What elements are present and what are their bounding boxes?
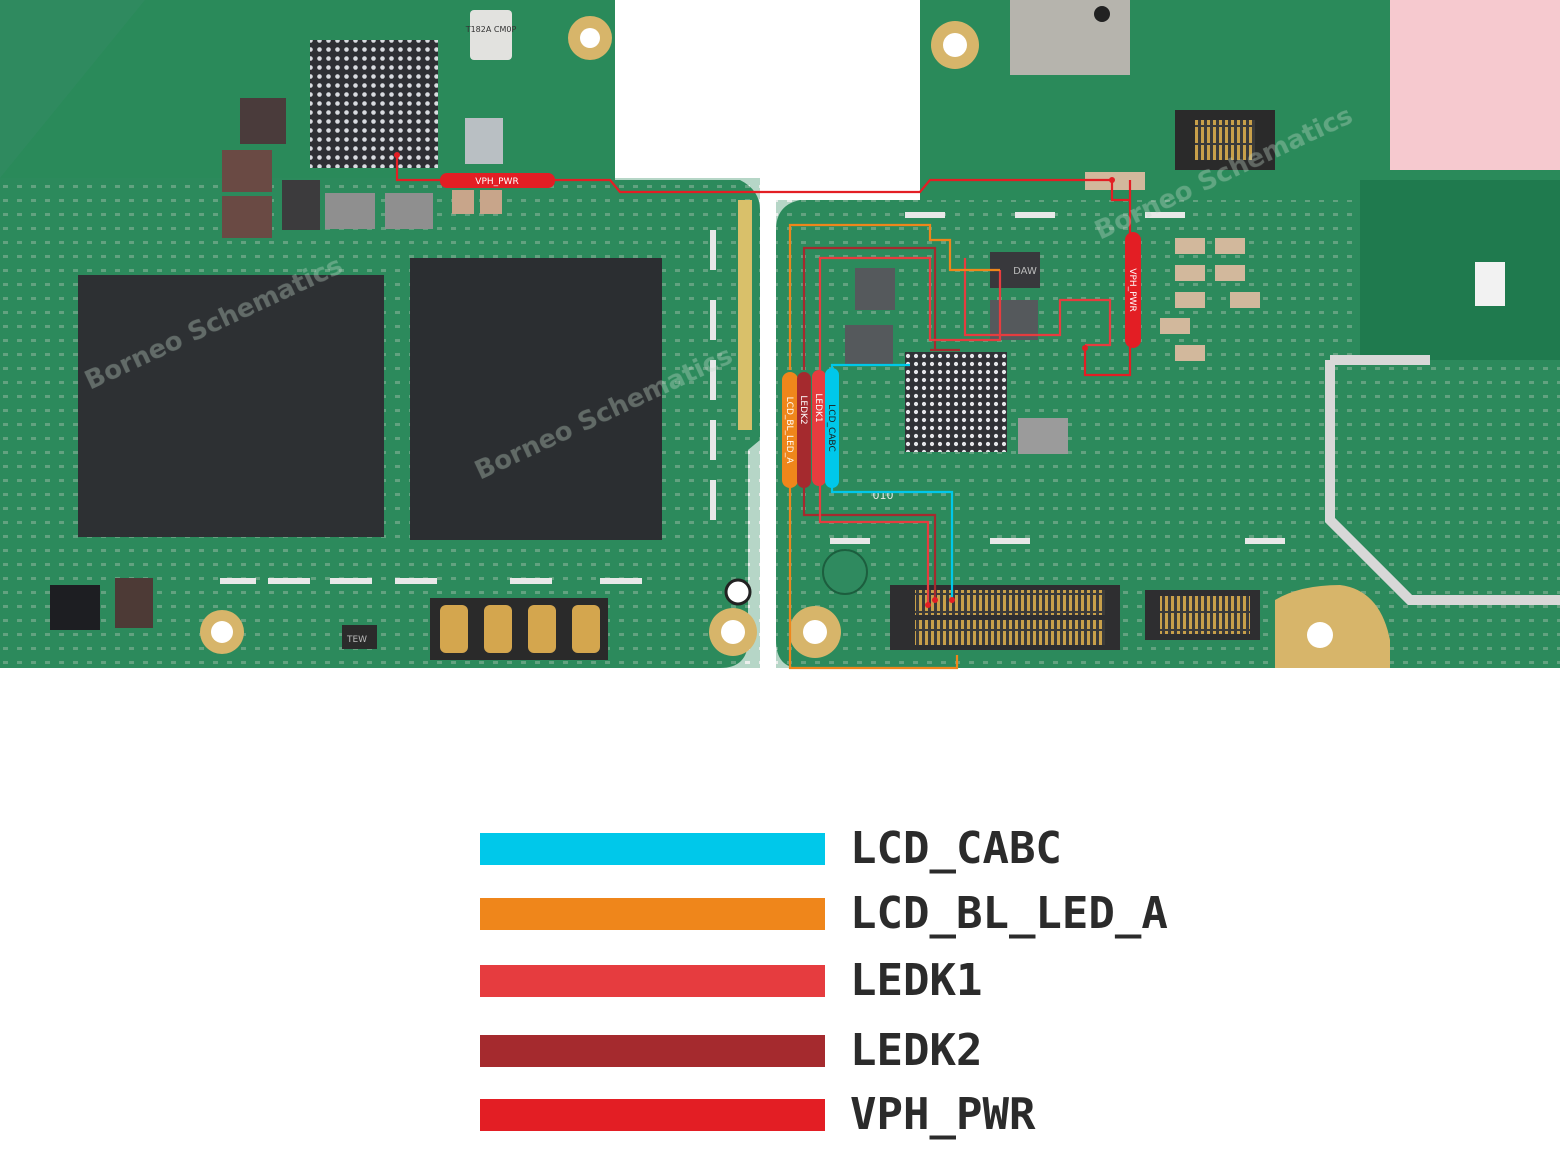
legend-swatch	[480, 898, 825, 930]
legend-label: LEDK1	[850, 955, 983, 1006]
legend-swatch	[480, 965, 825, 997]
net-tag-lcd-bl-led-a: LCD_BL_LED_A	[782, 372, 798, 488]
trace-lcd-bl-led-a	[788, 223, 1000, 670]
net-tag-ledk1: LEDK1	[812, 370, 826, 486]
net-tag-vph-pwr-vertical: VPH_PWR	[1125, 232, 1141, 348]
legend-label: LCD_CABC	[850, 823, 1062, 874]
legend-label: LCD_BL_LED_A	[850, 888, 1168, 939]
left-board: T182A CM0P TEW	[0, 0, 760, 668]
processor-chip	[410, 258, 662, 540]
legend-label: LEDK2	[850, 1025, 983, 1076]
net-tag-lcd-cabc: LCD_CABC	[825, 368, 839, 488]
svg-text:LEDK1: LEDK1	[813, 393, 823, 422]
ic-marking-daw: DAW	[1013, 266, 1037, 277]
trace-vph-pwr	[395, 155, 1132, 377]
svg-text:LCD_BL_LED_A: LCD_BL_LED_A	[784, 397, 794, 465]
net-tag-vph-pwr-top: VPH_PWR	[440, 173, 555, 188]
legend-swatch	[480, 1099, 825, 1131]
svg-text:LCD_CABC: LCD_CABC	[826, 404, 836, 451]
trace-ledk2	[802, 246, 960, 600]
svg-text:VPH_PWR: VPH_PWR	[1127, 268, 1137, 311]
pcb-board-photo: T182A CM0P TEW	[0, 0, 1560, 670]
backlight-driver-ic	[905, 352, 1007, 452]
legend-swatch	[480, 1035, 825, 1067]
trace-ledk1	[818, 256, 1112, 605]
crystal-marking: T182A CM0P	[465, 25, 517, 34]
right-board: DAW 010	[776, 0, 1560, 668]
ic-marking-tew: TEW	[346, 635, 367, 645]
memory-chip-left	[78, 275, 384, 537]
battery-contacts	[430, 598, 608, 660]
background-shape-right	[1390, 0, 1560, 170]
svg-text:LEDK2: LEDK2	[798, 395, 808, 424]
bga-chip-top	[310, 40, 438, 168]
net-tag-ledk2: LEDK2	[797, 372, 811, 488]
svg-text:VPH_PWR: VPH_PWR	[475, 177, 518, 187]
legend-swatch	[480, 833, 825, 865]
legend-label: VPH_PWR	[850, 1089, 1036, 1140]
